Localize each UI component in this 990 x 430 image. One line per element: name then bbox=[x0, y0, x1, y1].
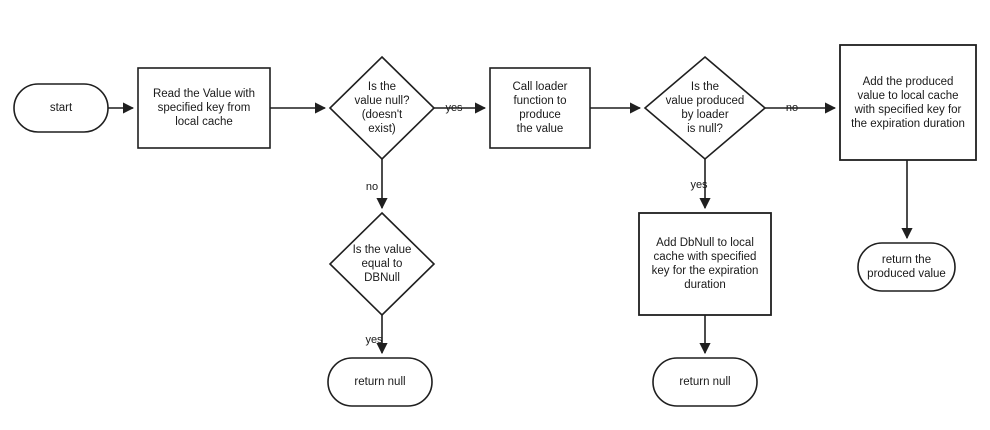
node-add-produced-value-hit[interactable] bbox=[840, 45, 976, 160]
node-call-loader-hit[interactable] bbox=[490, 68, 590, 148]
node-is-value-null-hit[interactable] bbox=[330, 57, 434, 159]
node-add-dbnull-hit[interactable] bbox=[639, 213, 771, 315]
node-start-hit[interactable] bbox=[14, 84, 108, 132]
node-is-dbnull-hit[interactable] bbox=[330, 213, 434, 315]
node-add-dbnull[interactable] bbox=[638, 212, 772, 316]
node-add-produced-value[interactable] bbox=[839, 44, 977, 161]
node-return-null-middle-hit[interactable] bbox=[653, 358, 757, 406]
node-is-loaded-null-hit[interactable] bbox=[645, 57, 765, 159]
node-return-produced-value-hit[interactable] bbox=[858, 243, 955, 291]
node-return-null-left-hit[interactable] bbox=[328, 358, 432, 406]
node-return-produced-value[interactable] bbox=[857, 242, 956, 292]
node-read-value-hit[interactable] bbox=[138, 68, 270, 148]
node-return-null-middle[interactable] bbox=[652, 357, 758, 407]
node-return-null-left[interactable] bbox=[327, 357, 433, 407]
node-read-value[interactable] bbox=[137, 67, 271, 149]
